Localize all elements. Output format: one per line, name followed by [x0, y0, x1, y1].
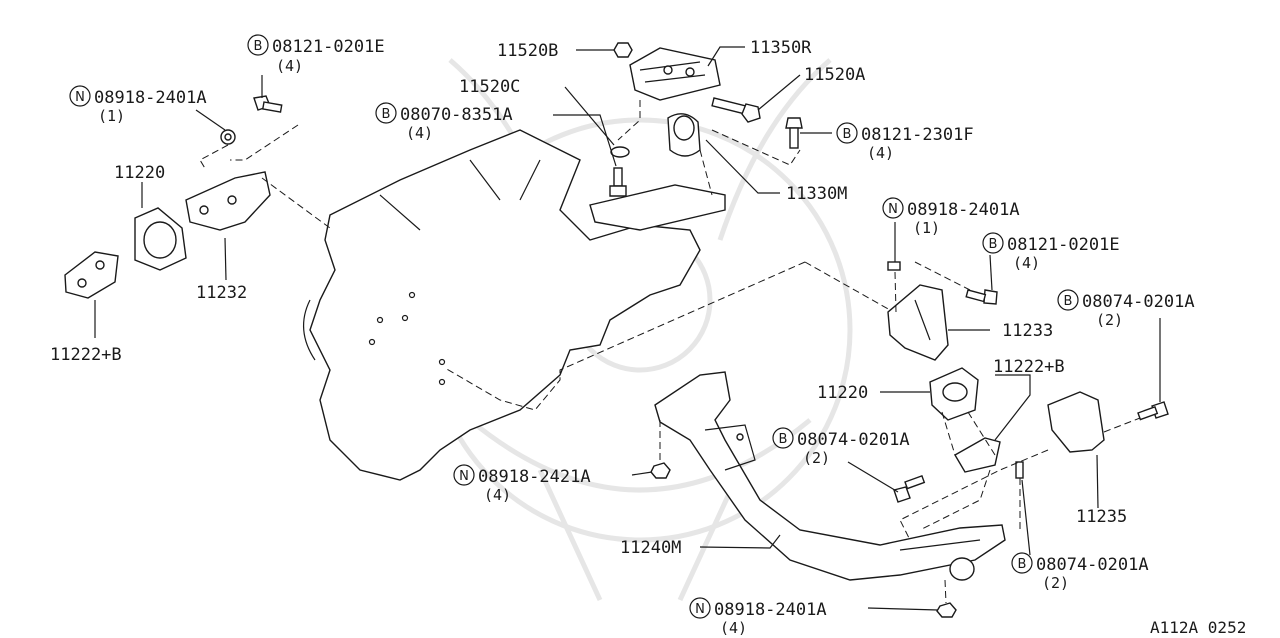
svg-text:08918-2401A: 08918-2401A	[94, 88, 207, 108]
svg-text:(2): (2)	[803, 449, 830, 467]
right-mount-bracket-11233	[887, 284, 949, 361]
stud-08918-2401a-right	[887, 261, 901, 271]
callout-08121-2301f: B 08121-2301F (4)	[836, 122, 974, 162]
svg-text:08918-2421A: 08918-2421A	[478, 467, 591, 487]
svg-text:08918-2401A: 08918-2401A	[907, 200, 1020, 220]
label-11232: 11232	[196, 283, 247, 303]
svg-text:N: N	[459, 469, 469, 484]
upper-mount-bracket	[629, 47, 721, 101]
label-11222b-left: 11222+B	[50, 345, 122, 365]
callout-08918-2421a: N 08918-2421A (4)	[453, 464, 591, 504]
svg-text:(1): (1)	[98, 107, 125, 125]
left-insulator	[134, 207, 187, 271]
svg-text:(4): (4)	[867, 144, 894, 162]
svg-text:(1): (1)	[913, 219, 940, 237]
svg-text:08121-2301F: 08121-2301F	[861, 125, 974, 145]
label-11520b: 11520B	[497, 41, 558, 61]
label-11220-right: 11220	[817, 383, 868, 403]
svg-text:08074-0201A: 08074-0201A	[1036, 555, 1149, 575]
bolt-08070-8351a	[609, 167, 627, 197]
callout-08918-2401a-bottom: N 08918-2401A (4)	[689, 597, 827, 637]
label-11222b-right: 11222+B	[993, 357, 1065, 377]
bolt-08121-2301f	[785, 117, 803, 149]
upper-insulator	[667, 113, 701, 157]
svg-text:(4): (4)	[1013, 254, 1040, 272]
upper-mount-plate	[589, 184, 726, 231]
svg-text:08121-0201E: 08121-0201E	[1007, 235, 1120, 255]
svg-text:08074-0201A: 08074-0201A	[797, 430, 910, 450]
callout-08918-2401a-right: N 08918-2401A (1)	[882, 197, 1020, 237]
label-11240m: 11240M	[620, 538, 681, 558]
callout-08074-0201a-right: B 08074-0201A (2)	[1057, 289, 1195, 329]
svg-text:(2): (2)	[1042, 574, 1069, 592]
nut-08918-2421a	[650, 462, 671, 479]
callout-08070-8351a: B 08070-8351A (4)	[375, 102, 513, 142]
callout-08074-0201a-center: B 08074-0201A (2)	[772, 427, 910, 467]
svg-text:(2): (2)	[1096, 311, 1123, 329]
label-11330m: 11330M	[786, 184, 847, 204]
label-11235: 11235	[1076, 507, 1127, 527]
label-11350r: 11350R	[750, 38, 812, 58]
bolt-08121-0201e-right	[965, 289, 998, 305]
svg-text:08074-0201A: 08074-0201A	[1082, 292, 1195, 312]
heat-shield-11235	[1047, 391, 1105, 453]
svg-text:B: B	[989, 237, 998, 252]
svg-text:N: N	[888, 202, 898, 217]
svg-text:(4): (4)	[484, 486, 511, 504]
label-11233: 11233	[1002, 321, 1053, 341]
svg-text:B: B	[382, 107, 391, 122]
right-insulator-11220	[929, 367, 979, 421]
label-11520a: 11520A	[804, 65, 865, 85]
center-member-11240m	[654, 371, 1006, 581]
leader-lines	[94, 46, 1161, 611]
svg-text:(4): (4)	[406, 124, 433, 142]
callout-08918-2401a-left: N 08918-2401A (1)	[69, 85, 207, 125]
washer-11520c	[610, 146, 630, 158]
right-mount-plate-11222b	[954, 437, 1001, 473]
svg-text:B: B	[1018, 557, 1027, 572]
svg-text:B: B	[254, 39, 263, 54]
callout-08121-0201e-right: B 08121-0201E (4)	[982, 232, 1120, 272]
svg-text:B: B	[843, 127, 852, 142]
bolt-11520a	[711, 97, 761, 123]
bolt-08074-0201a-center	[893, 474, 926, 503]
left-mount-plate	[64, 251, 119, 299]
svg-text:N: N	[75, 90, 85, 105]
svg-text:N: N	[695, 602, 705, 617]
svg-text:08121-0201E: 08121-0201E	[272, 37, 385, 57]
svg-text:B: B	[779, 432, 788, 447]
alignment-lines	[199, 100, 1141, 604]
diagram-reference-code: A112A 0252	[1150, 618, 1246, 637]
svg-text:B: B	[1064, 294, 1073, 309]
nut-11520b	[613, 42, 633, 58]
nut-08918-2401a-left	[220, 129, 236, 145]
svg-text:08918-2401A: 08918-2401A	[714, 600, 827, 620]
bolt-08121-0201e-left	[253, 95, 283, 113]
engine-block	[302, 129, 701, 481]
left-mount-bracket	[185, 171, 271, 231]
callout-08121-0201e-left: B 08121-0201E (4)	[247, 34, 385, 75]
label-11520c: 11520C	[459, 77, 520, 97]
nut-08918-2401a-bottom	[936, 602, 957, 618]
svg-text:(4): (4)	[276, 57, 303, 75]
label-11220-left: 11220	[114, 163, 165, 183]
svg-text:08070-8351A: 08070-8351A	[400, 105, 513, 125]
callout-08074-0201a-lower: B 08074-0201A (2)	[1011, 552, 1149, 592]
svg-text:(4): (4)	[720, 619, 747, 637]
bolt-08074-0201a-right	[1137, 401, 1169, 421]
bolt-08074-0201a-lower	[1015, 461, 1024, 479]
